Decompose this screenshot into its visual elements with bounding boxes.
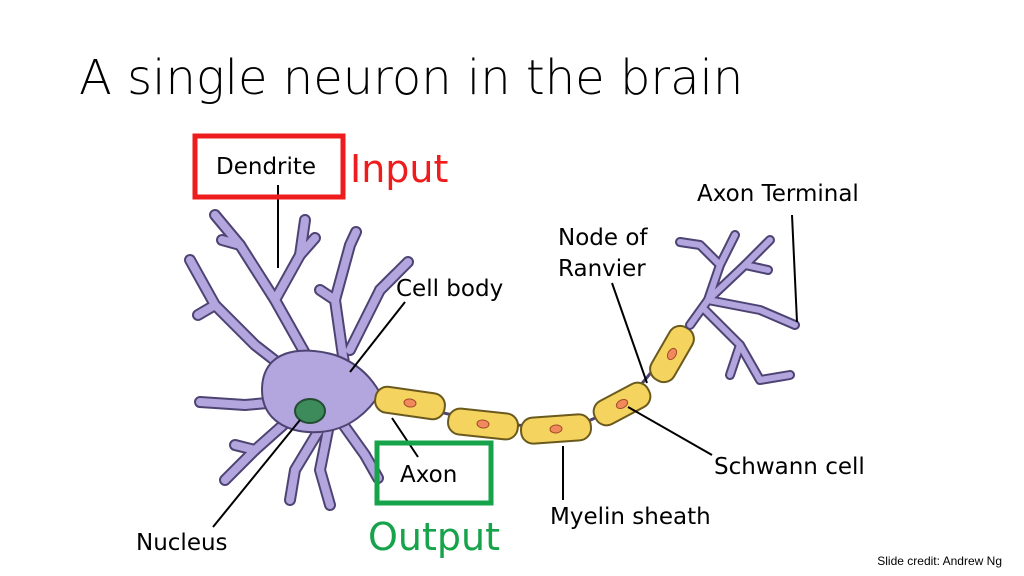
output-highlight-box: [374, 440, 494, 506]
leader-lines: [212, 185, 798, 528]
nucleus-label: Nucleus: [136, 530, 228, 556]
axon-terminal-fill: [677, 232, 798, 383]
input-highlight-box: [192, 133, 346, 200]
cell-body-label: Cell body: [396, 276, 503, 302]
myelin-segment: [519, 413, 593, 445]
axon-terminal-label: Axon Terminal: [697, 181, 859, 207]
node-of-ranvier-label-line1: Node of: [558, 225, 648, 251]
node-of-ranvier-label-line2: Ranvier: [558, 256, 646, 282]
dendrite-label: Dendrite: [216, 154, 316, 180]
axon-label: Axon: [400, 462, 457, 488]
slide-credit: Slide credit: Andrew Ng: [877, 554, 1002, 568]
myelin-segment: [447, 407, 519, 441]
schwann-cell-label: Schwann cell: [714, 454, 865, 480]
myelin-sheath-segments: [374, 324, 695, 445]
myelin-segment: [592, 381, 652, 427]
input-label: Input: [350, 147, 448, 191]
output-label: Output: [368, 515, 500, 559]
myelin-segment: [374, 385, 446, 421]
myelin-segment: [649, 324, 695, 384]
slide-title: A single neuron in the brain: [79, 50, 744, 106]
myelin-sheath-label: Myelin sheath: [550, 504, 711, 530]
nucleus-shape: [294, 398, 326, 424]
